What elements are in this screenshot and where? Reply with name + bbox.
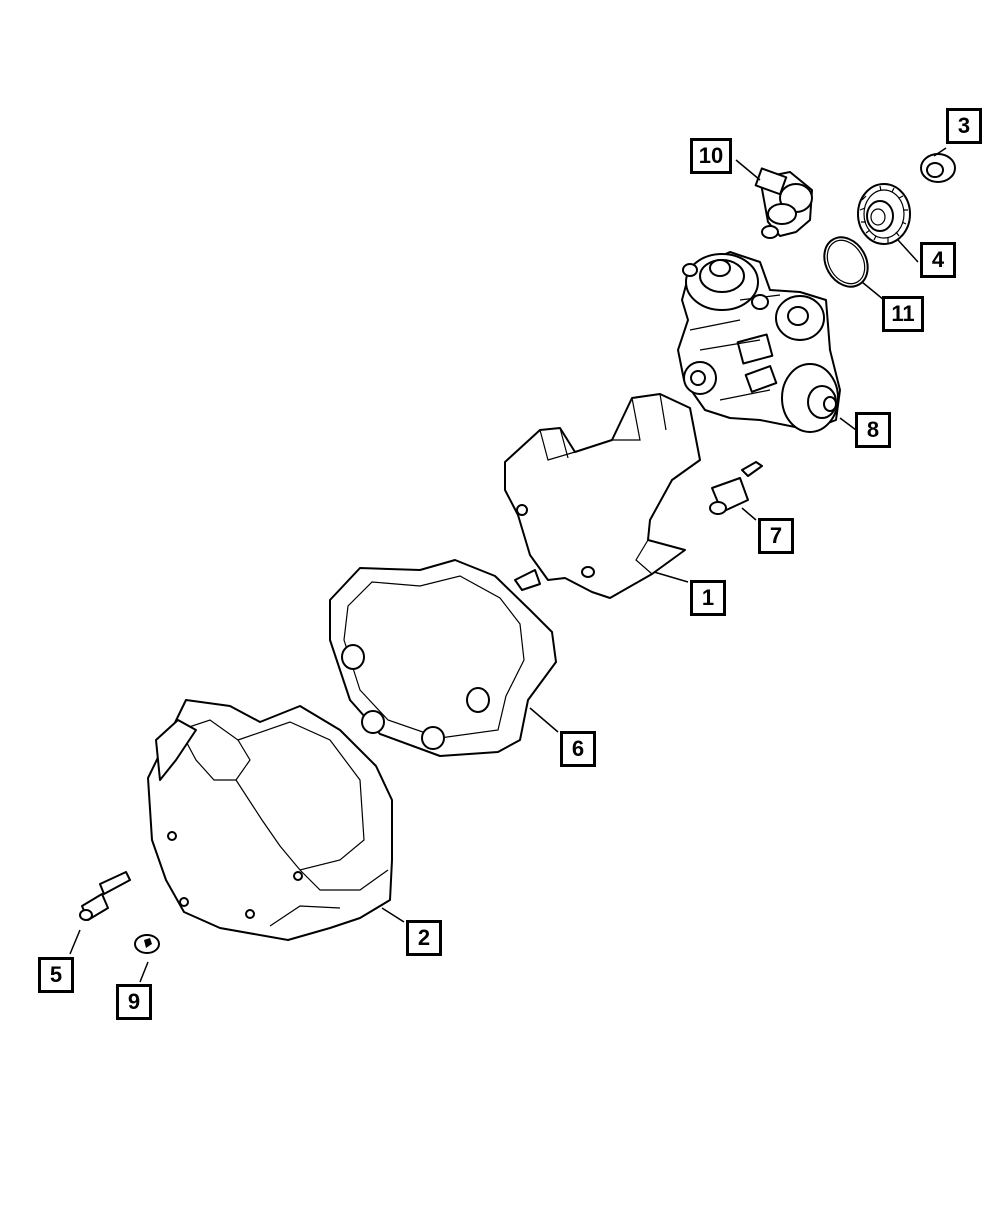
- part-1-bracket: [504, 393, 701, 599]
- part-4-gear: [857, 183, 911, 245]
- part-11-o-ring: [823, 236, 869, 288]
- callout-1: 1: [690, 580, 726, 616]
- part-10-valve: [754, 167, 813, 239]
- callout-3: 3: [946, 108, 982, 144]
- callout-9: 9: [116, 984, 152, 1020]
- callout-8: 8: [855, 412, 891, 448]
- leader-lines: [69, 147, 947, 983]
- part-5-bolt: [79, 871, 131, 921]
- part-3-nut: [920, 153, 956, 183]
- callout-7: 7: [758, 518, 794, 554]
- callout-2: 2: [406, 920, 442, 956]
- part-8-fuel-pump: [677, 251, 841, 433]
- part-6-cover-plate: [329, 559, 557, 757]
- callout-4: 4: [920, 242, 956, 278]
- callout-11: 11: [882, 296, 924, 332]
- callout-5: 5: [38, 957, 74, 993]
- part-2-heat-shield: [147, 699, 393, 941]
- callout-6: 6: [560, 731, 596, 767]
- part-7-sleeve: [709, 461, 763, 515]
- part-9-clip: [134, 934, 160, 954]
- callout-10: 10: [690, 138, 732, 174]
